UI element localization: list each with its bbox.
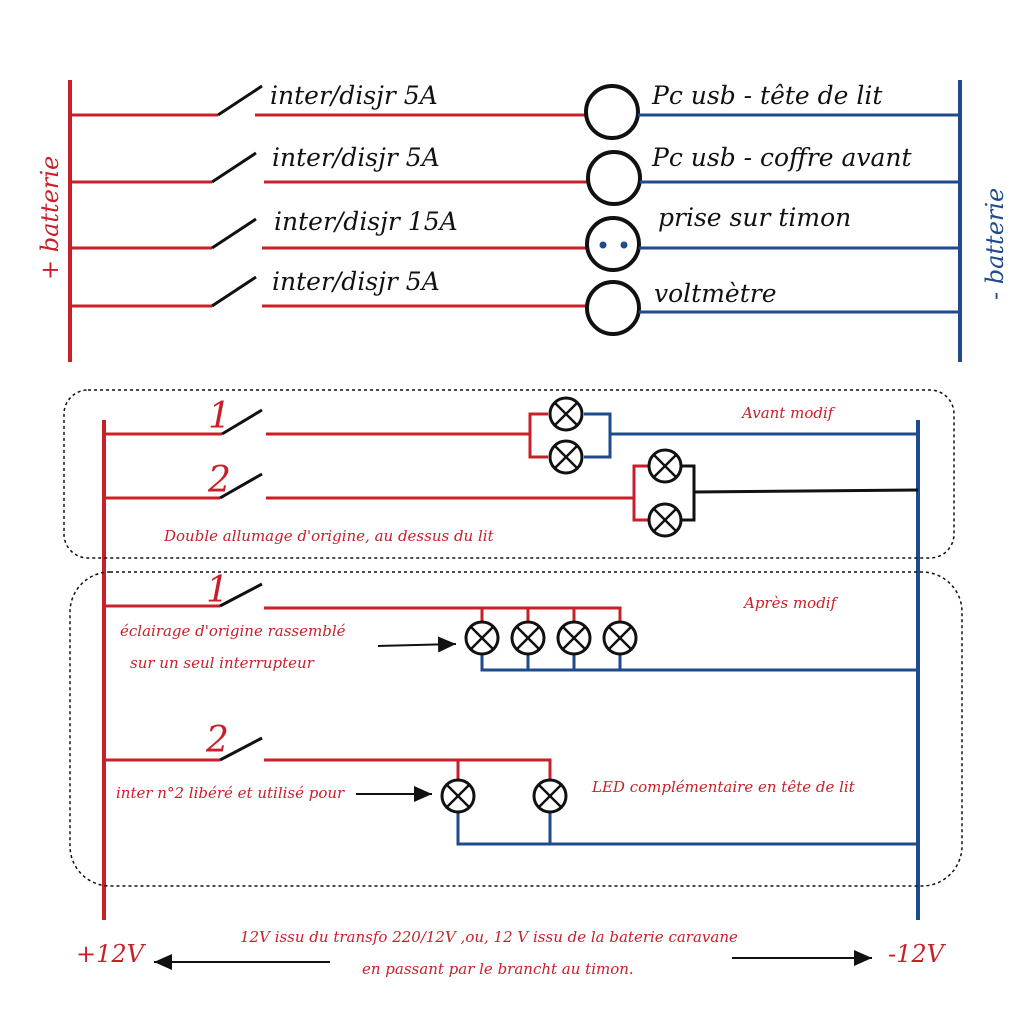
before-modif-title: Avant modif	[740, 404, 836, 422]
plus-12v-label: +12V	[76, 940, 147, 968]
switch-label: inter/disjr 5A	[270, 81, 438, 110]
after-note-2: inter n°2 libéré et utilisé pour	[116, 784, 345, 802]
before-modif-caption: Double allumage d'origine, au dessus du …	[163, 527, 495, 545]
negative-bus-label: - batterie	[981, 188, 1009, 300]
after-modif-title: Après modif	[742, 594, 839, 612]
load-label: voltmètre	[654, 279, 777, 308]
lamp-icon	[647, 502, 683, 538]
led-lamp-icon	[532, 778, 568, 814]
switch-blade	[219, 472, 263, 500]
top-row-1: inter/disjr 5A Pc usb - tête de lit	[70, 81, 960, 140]
switch-number-1: 1	[206, 570, 229, 611]
lamp-icon	[602, 620, 638, 656]
switch-blade	[219, 736, 263, 762]
after-modif-section: Après modif 1	[104, 570, 918, 846]
switch-blade	[219, 582, 263, 608]
led-lamp-icon	[440, 778, 476, 814]
footer-line-1: 12V issu du transfo 220/12V ,ou, 12 V is…	[240, 928, 738, 946]
lamp-icon	[464, 620, 500, 656]
switch-blade	[217, 84, 263, 117]
lamp-icon	[510, 620, 546, 656]
led-label: LED complémentaire en tête de lit	[591, 778, 856, 796]
load-label: Pc usb - coffre avant	[651, 143, 913, 172]
load-label: Pc usb - tête de lit	[651, 81, 883, 110]
top-section: + batterie - batterie inter/disjr 5A Pc …	[36, 80, 1009, 362]
switch-label: inter/disjr 5A	[272, 267, 440, 296]
switch-label: inter/disjr 15A	[274, 207, 458, 236]
top-row-3: inter/disjr 15A prise sur timon	[70, 203, 960, 272]
switch-number-1: 1	[208, 396, 231, 437]
switch-label: inter/disjr 5A	[272, 143, 440, 172]
positive-bus-label: + batterie	[36, 156, 64, 280]
load-circle-icon	[584, 84, 640, 140]
footer-line-2: en passant par le brancht au timon.	[362, 960, 634, 978]
lamp-icon	[556, 620, 592, 656]
load-label: prise sur timon	[658, 203, 851, 232]
socket-icon	[585, 216, 641, 272]
lamp-icon	[548, 439, 584, 475]
arrow-icon	[377, 636, 457, 653]
after-note-1-line2: sur un seul interrupteur	[130, 654, 315, 672]
after-note-1-line1: éclairage d'origine rassemblé	[120, 622, 346, 640]
before-modif-section: Avant modif 1 2	[104, 396, 919, 545]
minus-12v-label: -12V	[888, 940, 947, 968]
before-modif-frame	[63, 389, 955, 559]
switch-number-2: 2	[205, 720, 229, 761]
footer: +12V -12V 12V issu du transfo 220/12V ,o…	[76, 928, 947, 978]
switch-blade	[221, 408, 263, 436]
lamp-icon	[548, 396, 584, 432]
switch-number-2: 2	[207, 460, 231, 501]
load-circle-icon	[586, 150, 642, 206]
load-circle-icon	[585, 280, 641, 336]
top-row-4: inter/disjr 5A voltmètre	[70, 267, 960, 336]
switch-blade	[211, 151, 257, 184]
switch-blade	[211, 275, 257, 308]
top-row-2: inter/disjr 5A Pc usb - coffre avant	[70, 143, 960, 206]
switch-blade	[211, 217, 257, 250]
after-modif-frame	[69, 571, 963, 887]
lamp-icon	[647, 448, 683, 484]
